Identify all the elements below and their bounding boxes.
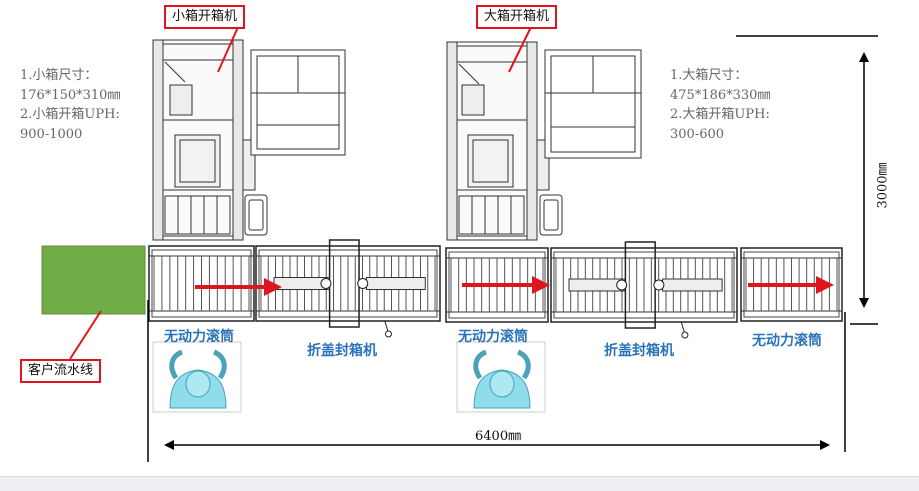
roller-label-1: 无动力滚筒	[164, 329, 234, 345]
customer-line-leader	[69, 310, 102, 360]
small-case-uph-value: 900-1000	[20, 126, 83, 142]
small-case-uph-label: 2.小箱开箱UPH:	[20, 107, 120, 122]
roller-label-3: 无动力滚筒	[752, 333, 822, 349]
large-case-uph-value: 300-600	[670, 126, 725, 142]
customer-line-block	[41, 245, 146, 315]
large-case-uph-label: 2.大箱开箱UPH:	[670, 107, 770, 122]
large-case-specs: 1.大箱尺寸： 475*186*330㎜ 2.大箱开箱UPH: 300-600	[670, 66, 770, 144]
sealer-label-1: 折盖封箱机	[307, 343, 377, 359]
height-dimension-text: 3000㎜	[875, 162, 891, 209]
roller-label-2: 无动力滚筒	[458, 329, 528, 345]
large-case-opener-callout: 大箱开箱机	[476, 5, 558, 29]
length-dimension-line	[147, 300, 846, 462]
small-case-opener-machine	[152, 39, 346, 241]
height-dimension-line	[736, 35, 878, 325]
large-case-opener-machine	[446, 41, 642, 241]
small-case-opener-callout: 小箱开箱机	[164, 5, 246, 29]
large-case-size-value: 475*186*330㎜	[670, 87, 771, 103]
flap-folding-case-sealer-1	[255, 239, 441, 338]
large-case-size-label: 1.大箱尺寸：	[670, 68, 748, 83]
bottom-scroll-strip	[0, 476, 919, 491]
flow-arrows	[195, 276, 834, 296]
flap-folding-case-sealer-2	[550, 241, 738, 339]
operator-figure-1	[152, 341, 242, 413]
small-case-size-label: 1.小箱尺寸：	[20, 68, 98, 83]
length-dimension-text: 6400㎜	[475, 429, 522, 444]
sealer-label-2: 折盖封箱机	[604, 343, 674, 359]
operator-figure-2	[456, 341, 546, 413]
small-case-size-value: 176*150*310㎜	[20, 87, 121, 103]
small-case-specs: 1.小箱尺寸： 176*150*310㎜ 2.小箱开箱UPH: 900-1000	[20, 66, 120, 144]
unpowered-roller-conveyor-1	[148, 245, 255, 322]
customer-line-callout: 客户流水线	[20, 359, 102, 383]
